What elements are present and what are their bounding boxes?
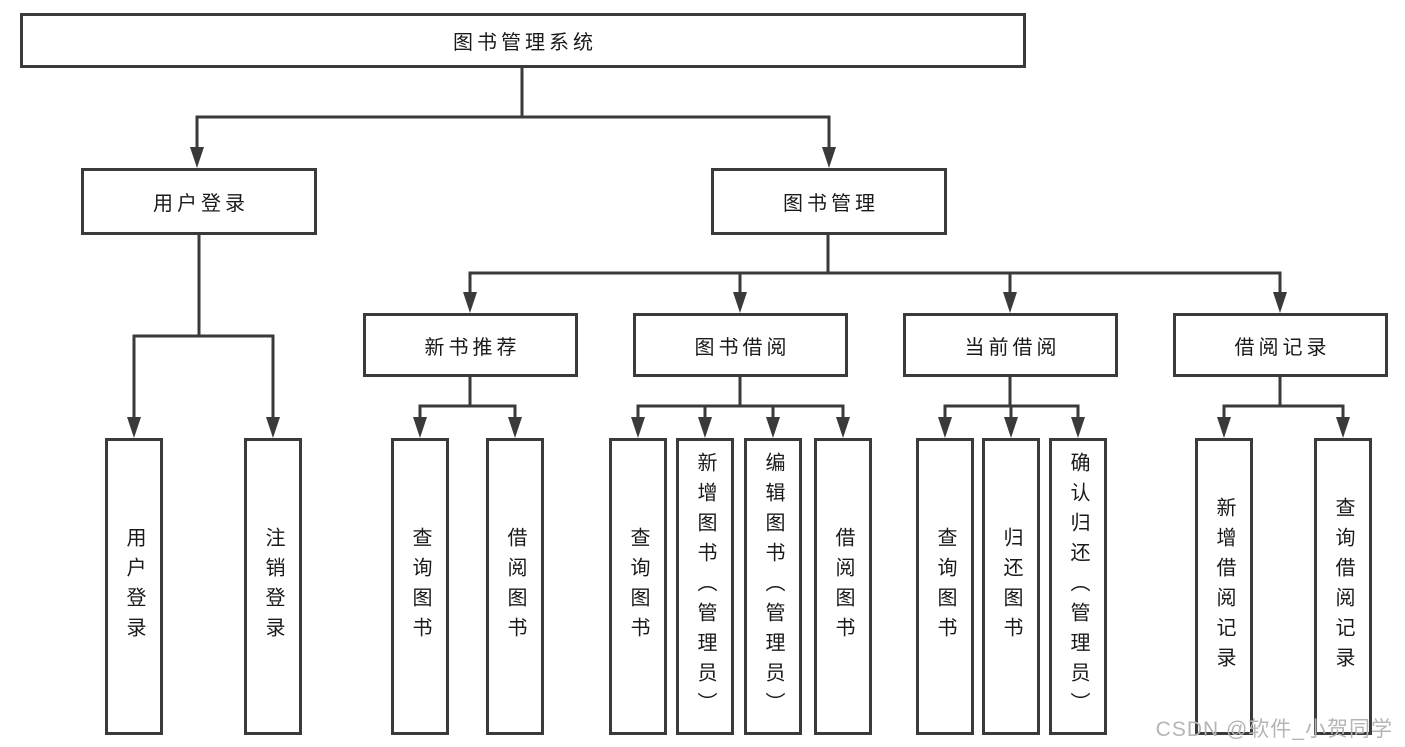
- node-library-system: 图书管理系统: [20, 13, 1026, 68]
- node-label: 新书推荐: [424, 336, 521, 359]
- leaf-confirm-return-admin: 确认归还（管理员）: [1049, 438, 1107, 735]
- node-label: 确认归还（管理员）: [1067, 451, 1089, 722]
- node-label: 图书管理: [783, 193, 879, 215]
- node-label: 编辑图书（管理员）: [762, 451, 784, 722]
- leaf-return-books: 归还图书: [982, 438, 1040, 735]
- node-book-management: 图书管理: [711, 168, 947, 235]
- node-label: 借阅图书: [504, 526, 526, 647]
- leaf-query-books-current: 查询图书: [916, 438, 974, 735]
- leaf-query-books-borrowing: 查询图书: [609, 438, 667, 735]
- leaf-logout: 注销登录: [244, 438, 302, 735]
- leaf-borrow-books-recommend: 借阅图书: [486, 438, 544, 735]
- leaf-edit-books-admin: 编辑图书（管理员）: [744, 438, 802, 735]
- node-label: 当前借阅: [964, 336, 1061, 359]
- node-label: 新增借阅记录: [1213, 496, 1235, 677]
- node-label: 新增图书（管理员）: [694, 451, 716, 722]
- leaf-borrow-books-borrowing: 借阅图书: [814, 438, 872, 735]
- leaf-query-books-recommend: 查询图书: [391, 438, 449, 735]
- node-book-borrowing: 图书借阅: [633, 313, 848, 377]
- node-user-login-branch: 用户登录: [81, 168, 317, 235]
- node-label: 借阅图书: [832, 526, 854, 647]
- node-new-book-recommend: 新书推荐: [363, 313, 578, 377]
- leaf-add-borrow-record: 新增借阅记录: [1195, 438, 1253, 735]
- node-borrowing-records: 借阅记录: [1173, 313, 1388, 377]
- leaf-user-login: 用户登录: [105, 438, 163, 735]
- node-label: 查询图书: [409, 526, 431, 647]
- node-current-borrowing: 当前借阅: [903, 313, 1118, 377]
- node-label: 用户登录: [153, 193, 249, 215]
- node-label: 查询图书: [627, 526, 649, 647]
- node-label: 图书管理系统: [453, 32, 597, 54]
- node-label: 查询图书: [934, 526, 956, 647]
- node-label: 归还图书: [1000, 526, 1022, 647]
- leaf-query-borrow-record: 查询借阅记录: [1314, 438, 1372, 735]
- node-label: 查询借阅记录: [1332, 496, 1354, 677]
- csdn-watermark: CSDN @软件_小贺同学: [1155, 718, 1393, 741]
- node-label: 用户登录: [123, 526, 145, 647]
- node-label: 注销登录: [262, 526, 284, 647]
- node-label: 图书借阅: [694, 336, 791, 359]
- node-label: 借阅记录: [1234, 336, 1331, 359]
- leaf-add-books-admin: 新增图书（管理员）: [676, 438, 734, 735]
